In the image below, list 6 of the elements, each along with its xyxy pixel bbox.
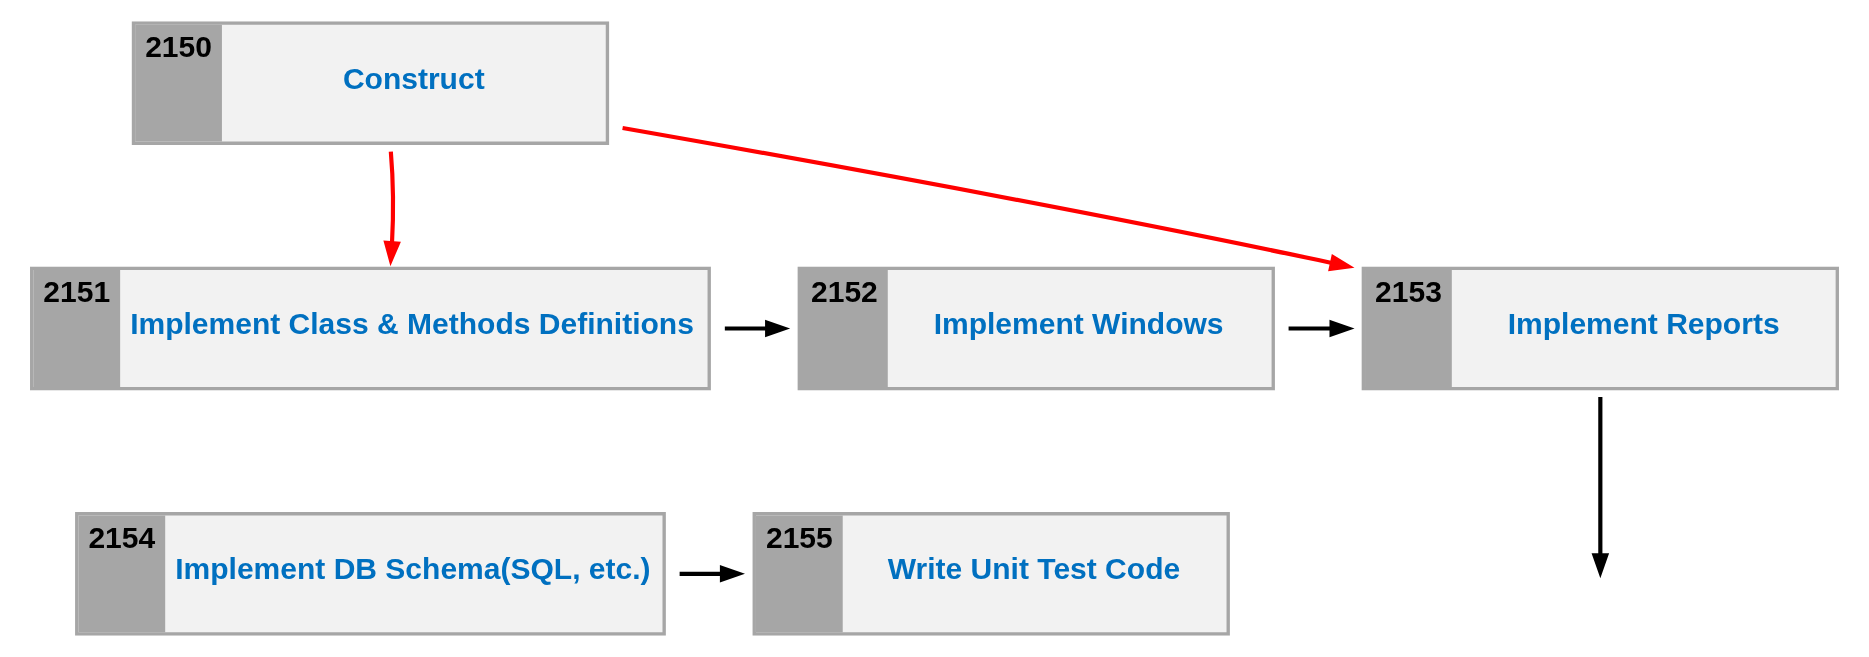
- arrow: [1591, 396, 1610, 579]
- arrow: [383, 151, 401, 267]
- arrow: [724, 319, 791, 338]
- arrow: [679, 565, 745, 583]
- arrow: [1288, 319, 1355, 338]
- arrow: [622, 125, 1355, 272]
